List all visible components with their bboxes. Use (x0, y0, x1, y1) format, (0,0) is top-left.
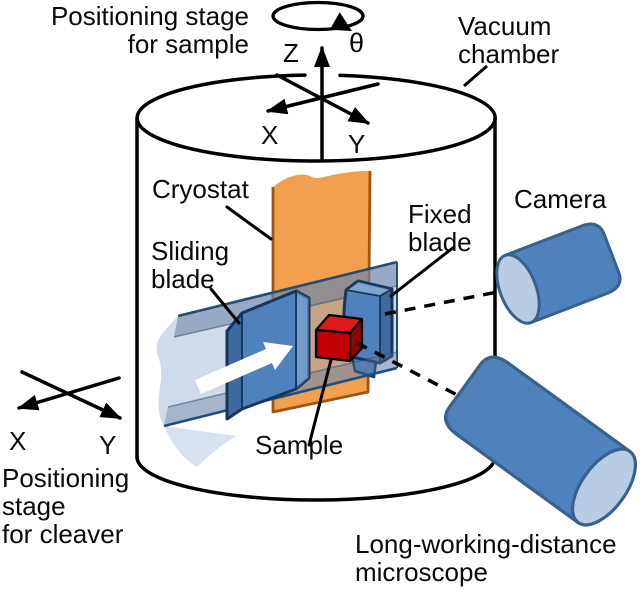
label-fixed-blade: Fixed blade (408, 199, 472, 258)
vacuum-chamber-outline (135, 73, 497, 502)
axis-x-top-label: X (261, 120, 279, 150)
axis-x-bottom-label: X (9, 426, 27, 456)
camera-shape (495, 222, 622, 325)
label-sample: Sample (255, 430, 344, 460)
sample-stage-axes (266, 46, 380, 160)
sight-lines (356, 286, 519, 400)
sample-cube (314, 313, 364, 363)
axis-y-top-label: Y (348, 129, 366, 159)
label-microscope: Long-working-distance microscope (355, 529, 617, 588)
microscope-shape (444, 355, 637, 527)
axis-y-bottom-label: Y (99, 430, 117, 460)
theta-rotation-icon (271, 0, 365, 32)
fixed-blade-shape (342, 279, 394, 379)
label-cryostat: Cryostat (152, 174, 249, 204)
axis-theta-label: θ (349, 28, 365, 58)
label-camera: Camera (514, 184, 607, 214)
label-positioning-stage-cleaver: Positioning stage for cleaver (2, 463, 130, 550)
label-sliding-blade: Sliding blade (151, 236, 230, 295)
label-pointers (209, 205, 456, 447)
label-vacuum-chamber: Vacuum chamber (458, 11, 560, 70)
slide-direction-arrow (195, 342, 293, 394)
cleaver-stage-axes (17, 370, 122, 420)
label-positioning-stage-sample: Positioning stage for sample (50, 1, 249, 60)
vacuum-chamber-pointer (463, 64, 488, 88)
axis-z-label: Z (283, 38, 299, 68)
